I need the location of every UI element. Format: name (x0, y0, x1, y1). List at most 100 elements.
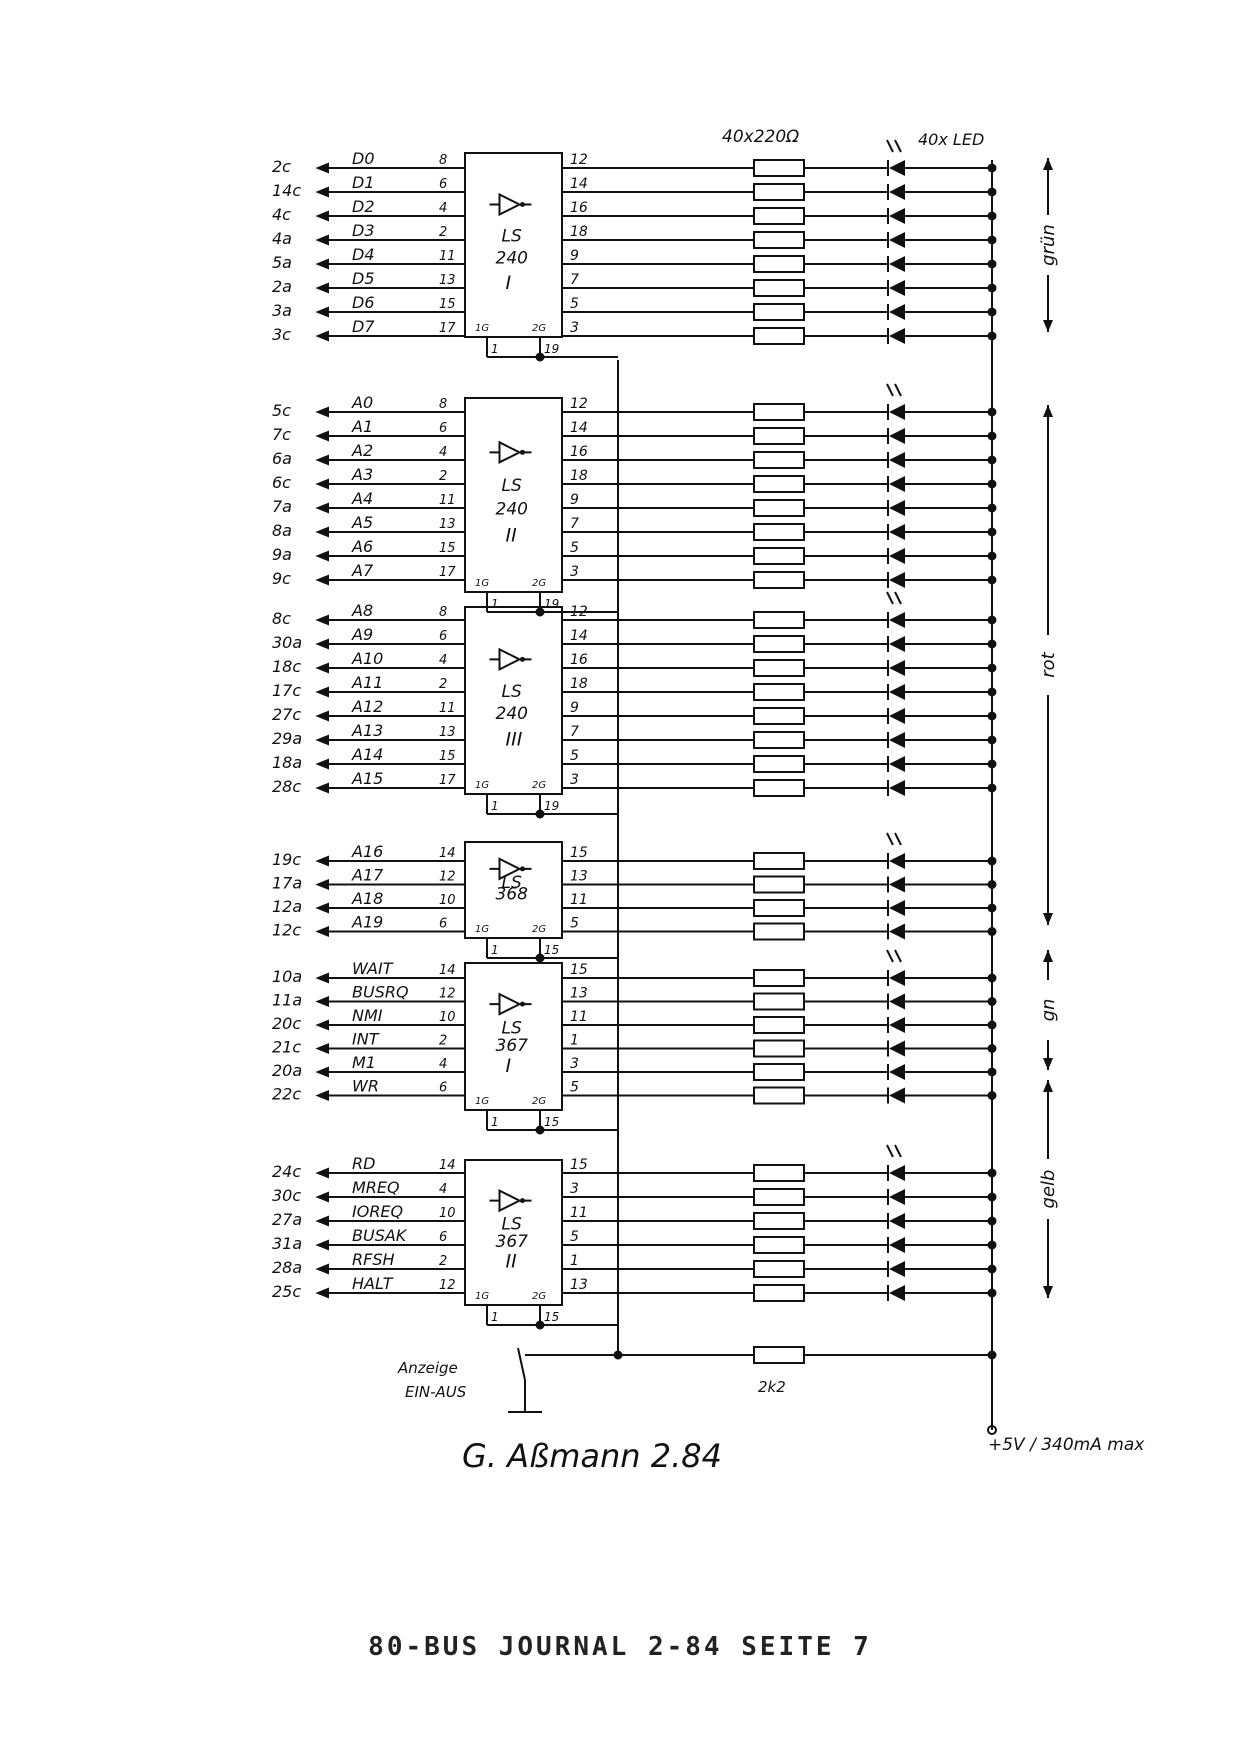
output-pin-number: 7 (570, 516, 579, 532)
resistor-220 (753, 159, 805, 177)
bus-pin-label: 5a (272, 253, 292, 272)
light-ray-icon (886, 591, 902, 605)
chip-type-line2: 367 (496, 1232, 529, 1252)
signal-name: BUSRQ (352, 983, 409, 1002)
buffer-symbol-icon (489, 192, 532, 217)
bus-pin-label: 14c (272, 181, 301, 200)
bus-pin-arrow-icon (315, 1066, 329, 1078)
led-icon (889, 684, 905, 700)
signal-name: A10 (351, 649, 383, 668)
output-pin-number: 5 (570, 540, 579, 556)
led-color-group-label: gn (1038, 999, 1059, 1022)
resistor-220 (753, 571, 805, 589)
arrow-down-icon (1043, 1286, 1053, 1298)
bus-pin-label: 28c (272, 777, 301, 796)
output-pin-number: 9 (570, 700, 579, 716)
input-pin-number: 15 (439, 749, 456, 764)
input-pin-number: 15 (439, 541, 456, 556)
output-pin-number: 14 (570, 176, 588, 192)
bus-pin-label: 9a (272, 545, 292, 564)
bus-pin-label: 31a (272, 1234, 302, 1253)
output-pin-number: 13 (570, 1277, 588, 1293)
signal-name: A5 (351, 513, 373, 532)
gate-pin-number: 19 (544, 342, 559, 356)
signal-name: D5 (352, 269, 375, 288)
input-pin-number: 6 (439, 917, 447, 932)
output-pin-number: 9 (570, 248, 579, 264)
arrow-up-icon (1043, 950, 1053, 962)
input-pin-number: 12 (439, 987, 456, 1002)
bus-pin-arrow-icon (315, 902, 329, 914)
bus-pin-arrow-icon (315, 574, 329, 586)
bus-pin-arrow-icon (315, 258, 329, 270)
input-pin-number: 13 (439, 517, 456, 532)
bus-pin-label: 5c (272, 401, 291, 420)
bus-pin-arrow-icon (315, 306, 329, 318)
led-icon (889, 1189, 905, 1205)
resistor-220 (753, 1236, 805, 1254)
resistor-220 (753, 547, 805, 565)
signal-name: A4 (351, 489, 373, 508)
chip-2-body (464, 397, 563, 593)
buffer-symbol-icon (489, 440, 532, 464)
page-footer: 80-BUS JOURNAL 2-84 SEITE 7 (368, 1632, 872, 1662)
gate-label-2g: 2G (532, 323, 546, 334)
resistor-220 (753, 899, 805, 917)
bus-pin-arrow-icon (315, 734, 329, 746)
chip-roman-numeral: II (506, 525, 518, 547)
output-pin-number: 18 (570, 224, 588, 240)
led-icon (889, 1237, 905, 1253)
bus-pin-arrow-icon (315, 430, 329, 442)
bus-pin-arrow-icon (315, 996, 329, 1007)
output-pin-number: 16 (570, 444, 588, 460)
output-pin-number: 3 (570, 1056, 579, 1072)
chip-type-line1: LS (502, 226, 522, 246)
resistor-220 (753, 427, 805, 445)
gate-pin-number: 1 (491, 1310, 499, 1324)
bus-pin-label: 18c (272, 657, 301, 676)
led-array (886, 139, 905, 1301)
signal-name: MREQ (352, 1178, 400, 1197)
output-pin-number: 5 (570, 1229, 579, 1245)
inverter-bubble-icon (520, 656, 525, 662)
arrow-up-icon (1043, 158, 1053, 170)
led-icon (889, 636, 905, 652)
output-pin-number: 5 (570, 1080, 579, 1096)
signal-name: RFSH (352, 1250, 395, 1269)
led-icon (889, 1087, 905, 1104)
chip-type-line1: LS (502, 476, 522, 496)
pullup-resistor-label: 2k2 (758, 1378, 786, 1396)
bus-pin-arrow-icon (315, 162, 329, 174)
output-pin-number: 1 (570, 1253, 579, 1269)
resistor-220 (753, 327, 805, 345)
bus-pin-arrow-icon (315, 614, 329, 626)
bus-pin-label: 30c (272, 1186, 301, 1205)
signal-name: BUSAK (352, 1226, 408, 1245)
led-icon (889, 184, 905, 200)
led-icon (889, 208, 905, 224)
bus-pin-arrow-icon (315, 526, 329, 538)
bus-pin-label: 3a (272, 301, 292, 320)
led-icon (889, 232, 905, 248)
signature: G. Aßmann 2.84 (462, 1437, 722, 1475)
input-pin-number: 4 (439, 201, 447, 216)
arrow-up-icon (1043, 405, 1053, 417)
resistor-220 (753, 183, 805, 201)
chip-roman-numeral: I (506, 1055, 512, 1077)
bus-pin-label: 11a (272, 991, 302, 1010)
bus-pin-label: 21c (272, 1038, 301, 1057)
resistor-220 (753, 969, 805, 987)
chip-type-line1: LS (502, 1019, 522, 1039)
input-pin-number: 6 (439, 1230, 447, 1245)
resistor-2k2 (753, 1346, 805, 1364)
output-pin-number: 15 (570, 1157, 588, 1173)
inverter-bubble-icon (520, 866, 525, 872)
led-icon (889, 1064, 905, 1080)
input-pin-number: 8 (439, 605, 447, 620)
led-icon (889, 524, 905, 540)
bus-pin-label: 24c (272, 1162, 301, 1181)
bus-pin-label: 28a (272, 1258, 302, 1277)
resistor-220 (753, 1063, 805, 1081)
